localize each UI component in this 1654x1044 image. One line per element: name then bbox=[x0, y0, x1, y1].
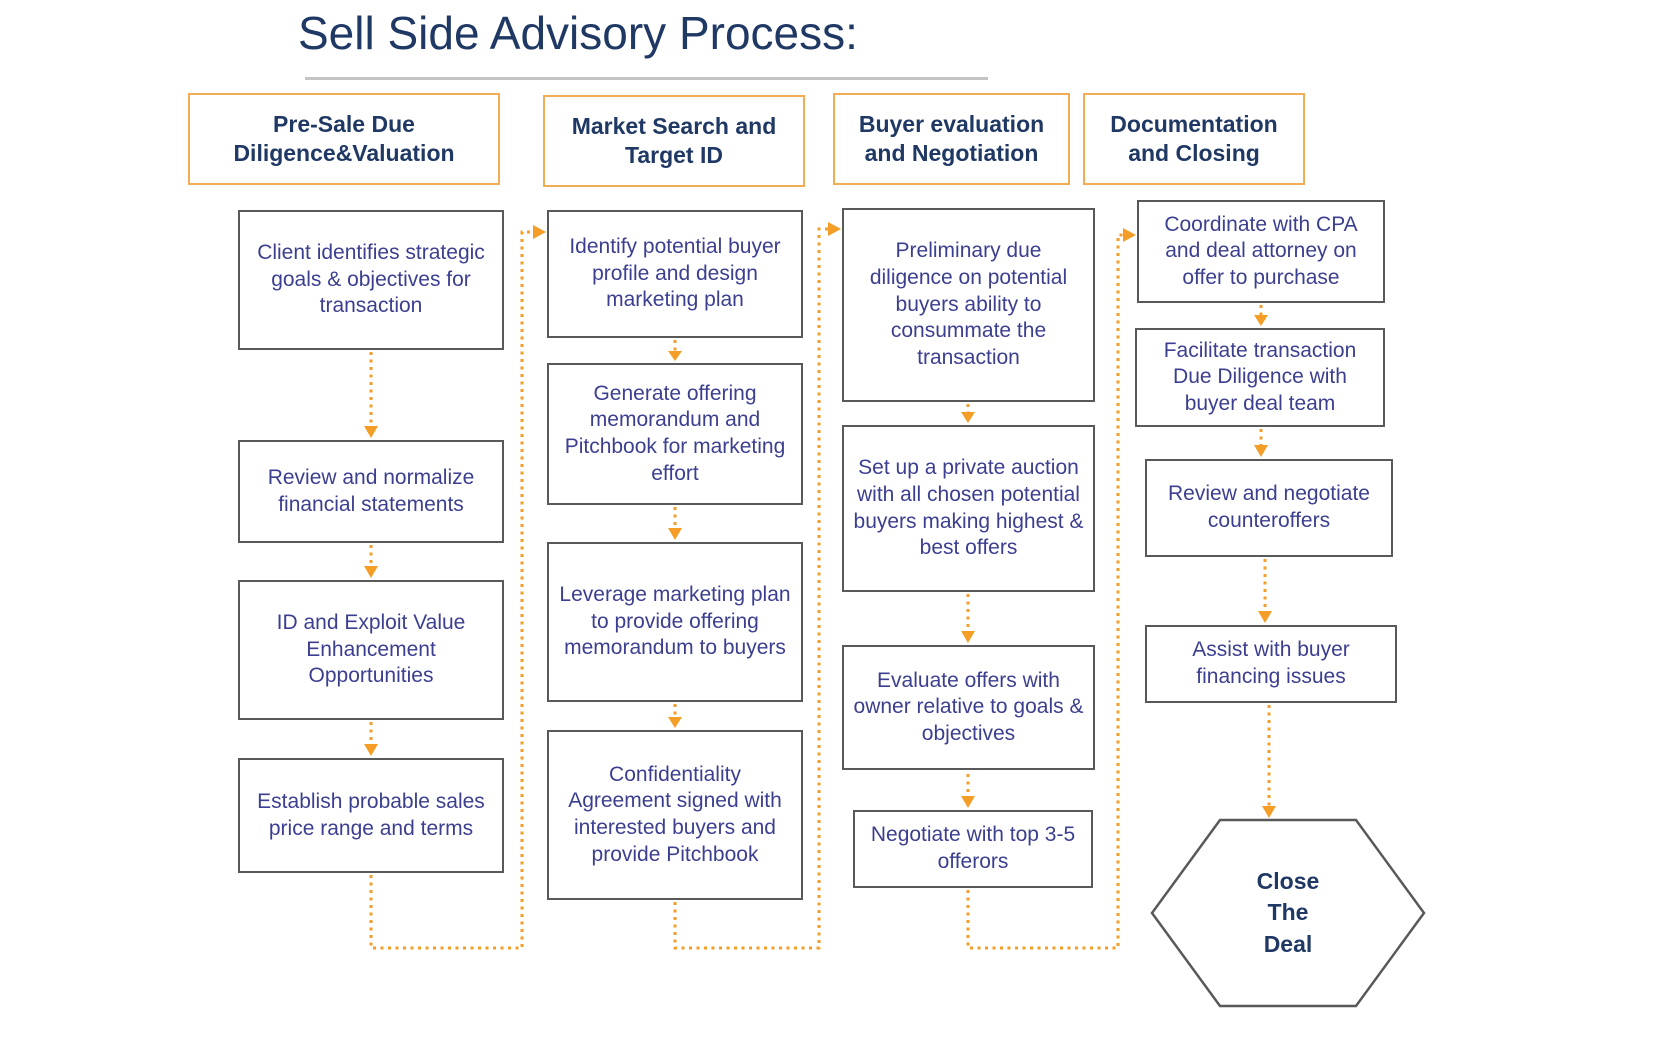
step-box: Review and negotiate counteroffers bbox=[1145, 459, 1393, 557]
arrow-down-icon bbox=[1254, 315, 1268, 326]
step-box: Preliminary due diligence on potential b… bbox=[842, 208, 1095, 402]
step-box: Negotiate with top 3-5 offerors bbox=[853, 810, 1093, 888]
arrow-down-icon bbox=[961, 412, 975, 423]
column-header-pre-sale: Pre-Sale Due Diligence&Valuation bbox=[188, 93, 500, 185]
arrow-down-icon bbox=[364, 426, 378, 438]
arrow-down-icon bbox=[668, 717, 682, 728]
step-box: Assist with buyer financing issues bbox=[1145, 625, 1397, 703]
step-box: ID and Exploit Value Enhancement Opportu… bbox=[238, 580, 504, 720]
title-underline bbox=[305, 77, 988, 80]
dotted-connector bbox=[966, 233, 1123, 950]
step-box: Set up a private auction with all chosen… bbox=[842, 425, 1095, 592]
step-box: Leverage marketing plan to provide offer… bbox=[547, 542, 803, 702]
arrow-down-icon bbox=[961, 631, 975, 643]
arrow-down-icon bbox=[668, 351, 682, 361]
arrow-down-icon bbox=[1262, 806, 1276, 818]
arrow-down-icon bbox=[1258, 611, 1272, 623]
step-box: Evaluate offers with owner relative to g… bbox=[842, 645, 1095, 770]
arrow-down-icon bbox=[1254, 445, 1268, 457]
column-header-buyer-evaluation: Buyer evaluation and Negotiation bbox=[833, 93, 1070, 185]
step-box: Generate offering memorandum and Pitchbo… bbox=[547, 363, 803, 505]
page-title: Sell Side Advisory Process: bbox=[298, 7, 858, 59]
step-box: Client identifies strategic goals & obje… bbox=[238, 210, 504, 350]
arrow-down-icon bbox=[364, 744, 378, 756]
column-header-market-search: Market Search and Target ID bbox=[543, 95, 805, 187]
step-box: Facilitate transaction Due Diligence wit… bbox=[1135, 328, 1385, 427]
arrow-down-icon bbox=[364, 566, 378, 578]
hexagon-label: Close The Deal bbox=[1256, 868, 1320, 957]
dotted-connector bbox=[673, 227, 828, 950]
arrow-right-icon bbox=[533, 225, 546, 239]
step-box: Confidentiality Agreement signed with in… bbox=[547, 730, 803, 900]
step-box: Review and normalize financial statement… bbox=[238, 440, 504, 543]
arrow-down-icon bbox=[668, 528, 682, 540]
close-the-deal-hexagon bbox=[1150, 818, 1426, 1008]
step-box: Identify potential buyer profile and des… bbox=[547, 210, 803, 338]
step-box: Coordinate with CPA and deal attorney on… bbox=[1137, 200, 1385, 303]
step-box: Establish probable sales price range and… bbox=[238, 758, 504, 873]
arrow-down-icon bbox=[961, 796, 975, 808]
arrow-right-icon bbox=[1123, 228, 1136, 242]
arrow-right-icon bbox=[828, 222, 841, 236]
column-header-documentation: Documentation and Closing bbox=[1083, 93, 1305, 185]
